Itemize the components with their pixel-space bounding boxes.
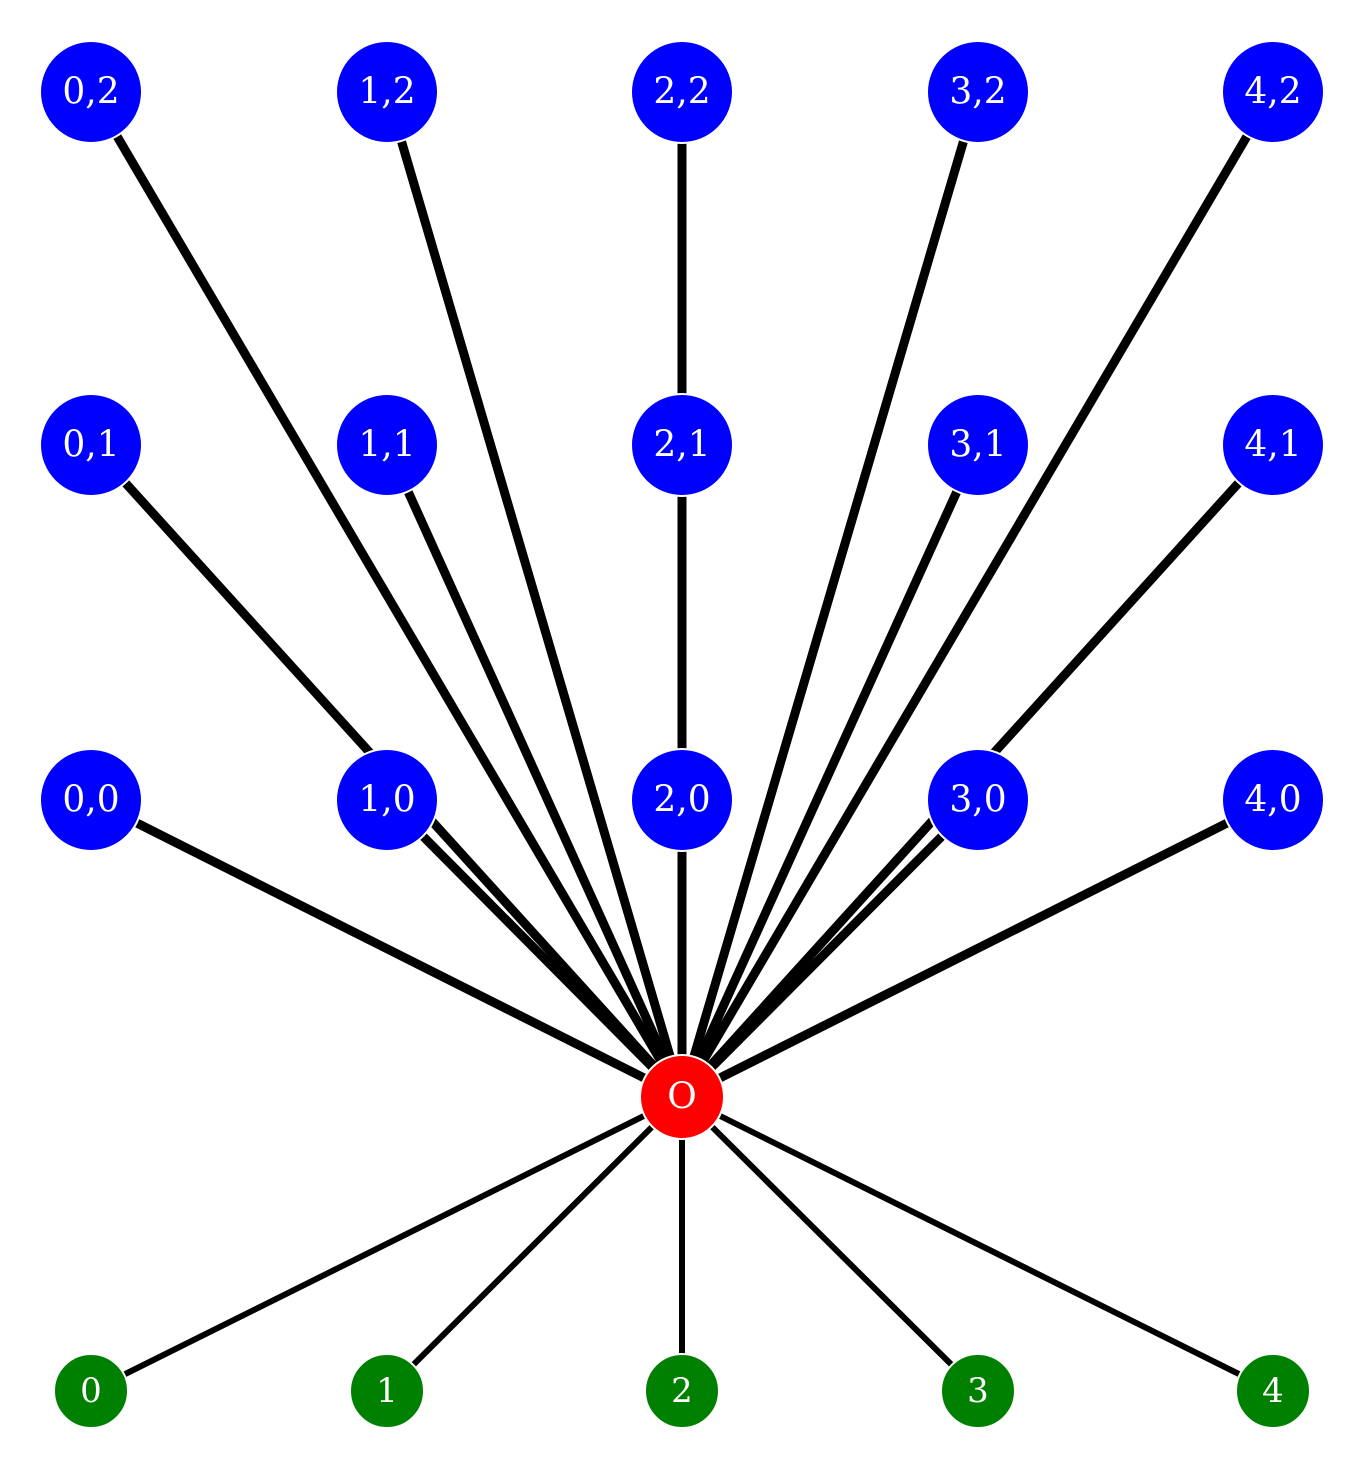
node-circle: [335, 393, 439, 497]
node-label: 1,0: [358, 780, 415, 821]
center-node-label: O: [667, 1077, 697, 1118]
grid-nodes: 0,2 1,2 2,2 3,2 4,2 0,1 1,1 2,1 3,1 4,1 0,0 1,0 2,0 3…: [39, 40, 1325, 852]
node-label: 3,0: [949, 780, 1006, 821]
node-circle: [630, 748, 734, 852]
node-label: 4,1: [1244, 425, 1301, 466]
node-circle: [39, 748, 143, 852]
edge-bottom-0: [89, 1094, 684, 1394]
bottom-node-0: 0: [53, 1353, 129, 1429]
bottom-node-4: 4: [1235, 1353, 1311, 1429]
node-1-0: 1,0: [335, 748, 439, 852]
node-label: 1,2: [358, 72, 415, 113]
node-label: 2: [671, 1371, 693, 1411]
node-label: 1,1: [358, 425, 415, 466]
node-label: 2,0: [653, 780, 710, 821]
node-circle: [1221, 748, 1325, 852]
node-label: 0,1: [62, 425, 119, 466]
node-3-2: 3,2: [926, 40, 1030, 144]
edge-bottom-3: [679, 1094, 981, 1394]
edge-bottom-1: [384, 1094, 685, 1394]
node-label: 3,1: [949, 425, 1006, 466]
edge-4-2: [678, 89, 1277, 1100]
node-0-0: 0,0: [39, 748, 143, 852]
node-label: 0,2: [62, 72, 119, 113]
node-circle: [926, 393, 1030, 497]
node-circle: [940, 1353, 1016, 1429]
node-label: 4: [1262, 1371, 1284, 1411]
node-4-1: 4,1: [1221, 393, 1325, 497]
bottom-node-1: 1: [349, 1353, 425, 1429]
node-1-2: 1,2: [335, 40, 439, 144]
bottom-nodes: 0 1 2 3 4: [53, 1353, 1311, 1429]
node-2-0: 2,0: [630, 748, 734, 852]
node-0-1: 0,1: [39, 393, 143, 497]
node-label: 2,2: [653, 72, 710, 113]
node-circle: [53, 1353, 129, 1429]
node-4-0: 4,0: [1221, 748, 1325, 852]
node-label: 2,1: [653, 425, 710, 466]
edge-1-2: [382, 90, 687, 1099]
node-label: 0,0: [62, 780, 119, 821]
edge-0-0: [88, 795, 685, 1102]
edge-3-2: [677, 90, 983, 1099]
node-label: 4,0: [1244, 780, 1301, 821]
node-3-0: 3,0: [926, 748, 1030, 852]
node-circle: [349, 1353, 425, 1429]
center-node: [639, 1054, 725, 1140]
node-2-1: 2,1: [630, 393, 734, 497]
bottom-edges: [89, 1094, 1275, 1394]
node-circle: [1221, 40, 1325, 144]
node-circle: [644, 1353, 720, 1429]
node-label: 1: [376, 1371, 398, 1411]
node-2-2: 2,2: [630, 40, 734, 144]
node-3-1: 3,1: [926, 393, 1030, 497]
bottom-node-3: 3: [940, 1353, 1016, 1429]
node-circle: [1235, 1353, 1311, 1429]
node-circle: [39, 393, 143, 497]
node-label: 4,2: [1244, 72, 1301, 113]
edge-4-0: [679, 795, 1276, 1102]
edge-3-0: [678, 796, 982, 1101]
node-0-2: 0,2: [39, 40, 143, 144]
node-4-2: 4,2: [1221, 40, 1325, 144]
edge-1-0: [383, 796, 686, 1101]
node-label: 3: [967, 1371, 989, 1411]
node-circle: [926, 40, 1030, 144]
node-circle: [39, 40, 143, 144]
node-label: 0: [80, 1371, 102, 1411]
node-1-1: 1,1: [335, 393, 439, 497]
grid-edges: [87, 89, 1277, 1102]
edge-3-1: [677, 443, 983, 1099]
node-circle: [335, 748, 439, 852]
node-circle: [630, 393, 734, 497]
node-label: 3,2: [949, 72, 1006, 113]
node-circle: [1221, 393, 1325, 497]
edge-1-1: [382, 443, 687, 1099]
edge-0-2: [87, 89, 686, 1100]
bottom-node-2: 2: [644, 1353, 720, 1429]
node-circle: [630, 40, 734, 144]
center-node-group: O: [639, 1054, 725, 1140]
node-circle: [926, 748, 1030, 852]
node-circle: [335, 40, 439, 144]
edge-bottom-4: [680, 1094, 1275, 1394]
